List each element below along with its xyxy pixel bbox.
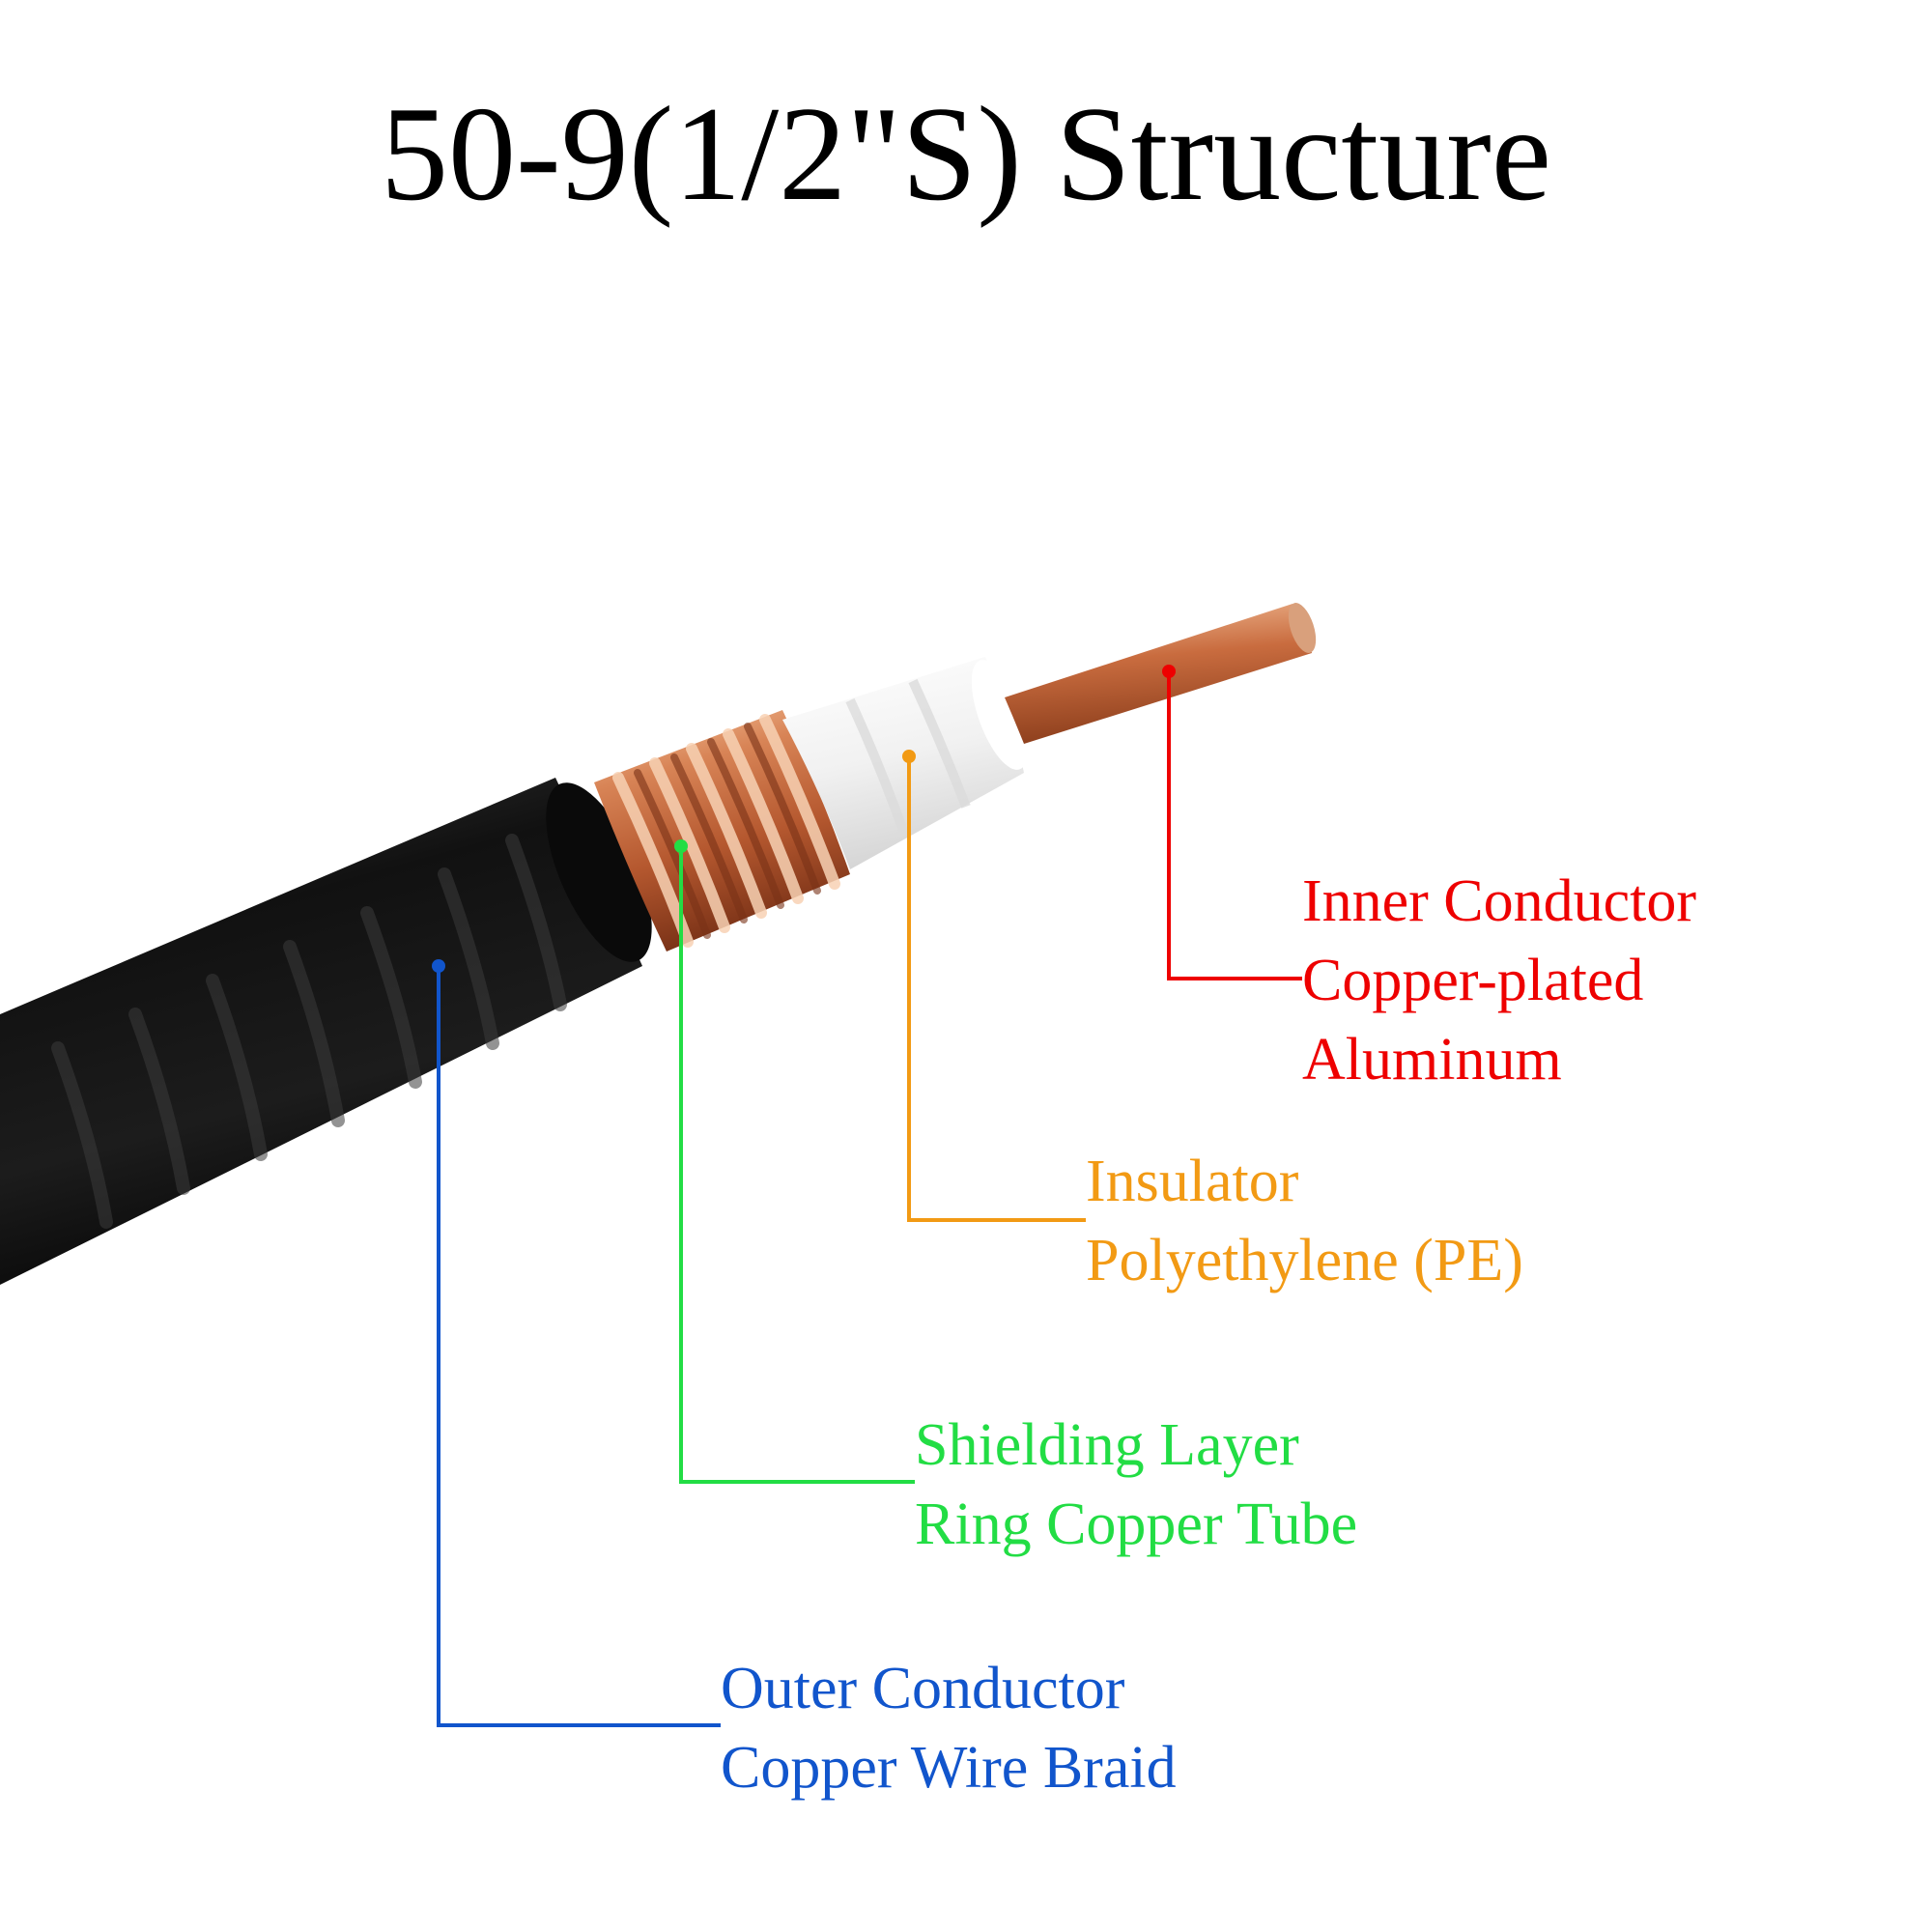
label-line: Outer Conductor	[721, 1656, 1125, 1721]
leader-lines	[437, 671, 1302, 1727]
label-insulator: Insulator Polyethylene (PE)	[1086, 1142, 1523, 1300]
outer-jacket	[0, 778, 652, 1285]
leader-dots	[432, 665, 1176, 973]
leader-shield	[679, 846, 915, 1484]
leader-outer	[437, 966, 721, 1727]
label-line: Aluminum	[1302, 1027, 1562, 1093]
label-inner-conductor: Inner Conductor Copper-plated Aluminum	[1302, 862, 1696, 1099]
label-line: Ring Copper Tube	[915, 1492, 1358, 1557]
dot-shield	[674, 839, 688, 853]
leader-inner	[1167, 671, 1302, 980]
pe-insulator	[782, 657, 1029, 869]
label-outer-conductor: Outer Conductor Copper Wire Braid	[721, 1649, 1177, 1807]
dot-outer	[432, 959, 445, 973]
label-line: Insulator	[1086, 1149, 1299, 1214]
copper-shield-tube	[594, 710, 850, 952]
label-line: Copper-plated	[1302, 948, 1644, 1013]
leader-insulator	[907, 756, 1086, 1222]
dot-inner	[1162, 665, 1176, 678]
inner-conductor-rod	[1005, 603, 1317, 744]
label-shielding-layer: Shielding Layer Ring Copper Tube	[915, 1406, 1357, 1564]
label-line: Inner Conductor	[1302, 868, 1697, 934]
dot-insulator	[902, 750, 916, 763]
label-line: Shielding Layer	[915, 1412, 1299, 1478]
page-title: 50-9(1/2"S) Structure	[381, 79, 1551, 229]
label-line: Copper Wire Braid	[721, 1735, 1177, 1801]
label-line: Polyethylene (PE)	[1086, 1228, 1523, 1293]
